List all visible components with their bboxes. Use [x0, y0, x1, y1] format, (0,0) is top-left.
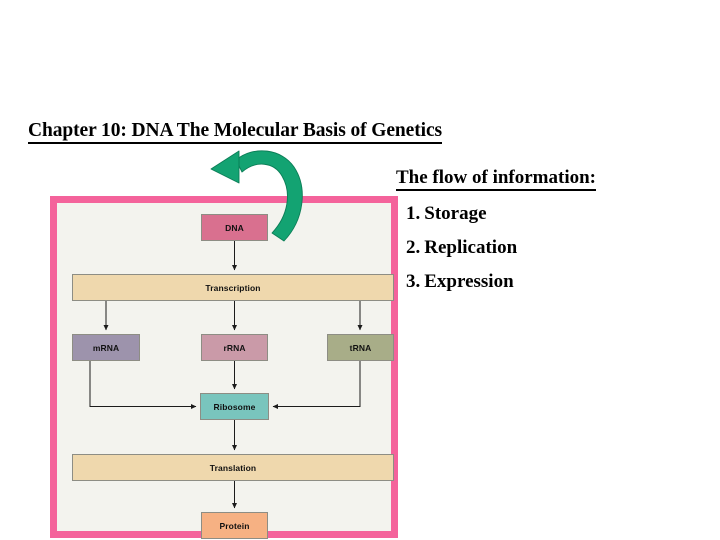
- node-ribosome[interactable]: Ribosome: [200, 393, 269, 420]
- flow-item-number: 3.: [406, 270, 421, 292]
- node-rrna[interactable]: rRNA: [201, 334, 268, 361]
- node-transcription[interactable]: Transcription: [72, 274, 394, 301]
- node-transcription-label: Transcription: [205, 282, 261, 293]
- node-rrna-label: rRNA: [223, 342, 246, 353]
- flow-item-label: Replication: [424, 236, 518, 258]
- flow-item-storage: 1.Storage: [406, 202, 696, 225]
- page-title: Chapter 10: DNA The Molecular Basis of G…: [28, 120, 442, 145]
- flow-item-expression: 3.Expression: [406, 270, 696, 293]
- flow-item-replication: 2.Replication: [406, 236, 696, 259]
- node-dna[interactable]: DNA: [201, 214, 268, 241]
- node-protein-label: Protein: [219, 520, 250, 531]
- node-mrna[interactable]: mRNA: [72, 334, 140, 361]
- node-ribosome-label: Ribosome: [213, 401, 256, 412]
- node-trna[interactable]: tRNA: [327, 334, 394, 361]
- gene-expression-flowchart: DNA Transcription mRNA rRNA tRNA Ribosom…: [50, 196, 398, 539]
- node-translation-label: Translation: [209, 462, 257, 473]
- flow-item-label: Storage: [424, 202, 487, 224]
- node-dna-label: DNA: [225, 222, 244, 233]
- node-trna-label: tRNA: [349, 342, 372, 353]
- flow-item-label: Expression: [424, 270, 514, 292]
- flow-of-information-list: The flow of information: 1.Storage 2.Rep…: [396, 167, 696, 293]
- flow-item-number: 2.: [406, 236, 421, 258]
- node-protein[interactable]: Protein: [201, 512, 268, 539]
- node-translation[interactable]: Translation: [72, 454, 394, 481]
- node-mrna-label: mRNA: [92, 342, 120, 353]
- flow-of-information-heading: The flow of information:: [396, 167, 597, 191]
- flow-item-number: 1.: [406, 202, 421, 224]
- flowchart-connectors: [89, 241, 363, 509]
